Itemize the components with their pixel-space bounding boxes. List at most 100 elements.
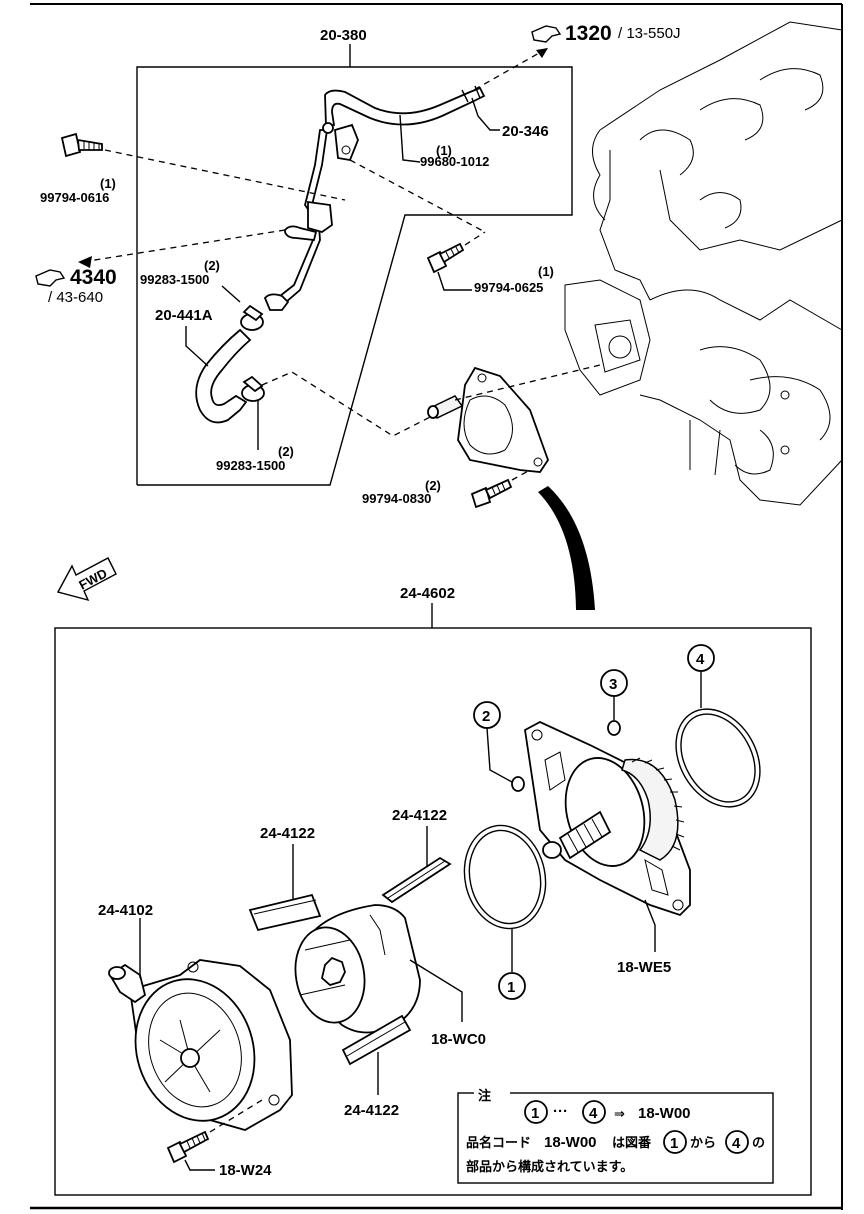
note-line1-circle-to <box>725 1130 749 1154</box>
qty-0625: (1) <box>538 264 554 279</box>
vane-top-right <box>381 856 452 904</box>
kit-note-box <box>457 1082 774 1184</box>
svg-text:4: 4 <box>696 651 705 668</box>
svg-text:1320: 1320 <box>565 22 612 45</box>
leader-0830 <box>511 469 531 481</box>
group-ref-20-380: 20-380 <box>320 27 367 44</box>
svg-text:4340: 4340 <box>70 266 117 289</box>
leader-99680 <box>399 114 421 163</box>
o-ring-4 <box>675 708 761 808</box>
qty-0830: (2) <box>425 478 441 493</box>
bolt-99794-0830 <box>470 478 513 509</box>
label-vane-bottom: 24-4122 <box>344 1102 399 1119</box>
vacuum-hose-assembly-frame <box>136 44 573 486</box>
note-line1-c: から <box>690 1136 716 1151</box>
note-line1-a: 品名コード <box>466 1135 531 1151</box>
note-title: 注 <box>478 1088 491 1104</box>
group-ref-24-4602: 24-4602 <box>400 585 455 602</box>
vacuum-pump-installed <box>427 366 550 473</box>
leader-18-W24 <box>184 1159 215 1171</box>
label-99794-0616: 99794-0616 <box>40 190 109 205</box>
leader-0625-b <box>349 159 486 233</box>
vacuum-pump-assembly-frame <box>54 603 812 1196</box>
hose-20-441A <box>195 328 252 424</box>
o-ring-3 <box>607 720 621 736</box>
o-ring-2 <box>511 776 525 792</box>
rotor-18-WC0 <box>294 904 421 1034</box>
svg-text:4: 4 <box>589 1105 598 1122</box>
note-arrow: ⇒ <box>614 1107 625 1122</box>
pump-plate-18-WE5 <box>524 720 691 917</box>
bolt-99794-0625 <box>426 242 465 274</box>
fwd-direction-arrow: FWD <box>56 557 117 602</box>
label-clamp-bottom: 99283-1500 <box>216 458 285 473</box>
note-circle-from <box>524 1100 548 1124</box>
vane-top-left <box>248 893 322 932</box>
circle-1 <box>498 972 526 1000</box>
note-line2: 部品から構成されています。 <box>466 1159 633 1175</box>
leader-18-WE5 <box>644 899 656 952</box>
leader-18-WC0 <box>409 959 463 1022</box>
leader-hose-to-pump <box>261 371 441 437</box>
note-line1-b: は図番 <box>612 1135 652 1151</box>
note-line1-circle-from <box>663 1130 687 1154</box>
metal-vacuum-pipe <box>263 122 359 311</box>
clamp-bottom <box>241 375 265 402</box>
leader-clamp-top <box>221 285 241 303</box>
note-kit-code: 18-W00 <box>638 1105 691 1122</box>
clamp-top <box>240 304 264 331</box>
note-line1-d: の <box>752 1136 765 1151</box>
o-ring-1 <box>463 824 547 930</box>
label-vane-top-left: 24-4122 <box>260 825 315 842</box>
leader-0625 <box>437 271 472 291</box>
note-circle-to <box>582 1100 606 1124</box>
leader-20-441A <box>185 326 209 367</box>
vane-bottom <box>341 1014 412 1066</box>
qty-clamp-bottom: (2) <box>278 444 294 459</box>
label-vane-top-right: 24-4122 <box>392 807 447 824</box>
label-clamp-top: 99283-1500 <box>140 272 209 287</box>
qty-0616: (1) <box>100 176 116 191</box>
svg-text:2: 2 <box>482 708 490 725</box>
label-18-WE5: 18-WE5 <box>617 959 671 976</box>
label-20-441A: 20-441A <box>155 307 213 324</box>
svg-text:1: 1 <box>531 1105 539 1122</box>
note-line1-code: 18-W00 <box>544 1134 597 1151</box>
leader-0616 <box>104 149 346 201</box>
leader-circle-2 <box>486 727 513 783</box>
svg-text:4: 4 <box>732 1135 741 1152</box>
leader-pump-to-engine <box>454 364 601 401</box>
engine-block-sketch <box>564 21 843 506</box>
pointing-hand-icon <box>531 25 562 43</box>
fwd-label: FWD <box>76 566 109 593</box>
qty-clamp-top: (2) <box>204 258 220 273</box>
label-18-W24: 18-W24 <box>219 1162 272 1179</box>
bolt-18-W24 <box>166 1130 210 1164</box>
qty-99680: (1) <box>436 143 452 158</box>
label-99794-0830: 99794-0830 <box>362 491 431 506</box>
svg-text:1: 1 <box>507 979 515 996</box>
exploded-view-arrow <box>538 486 595 610</box>
leader-4340 <box>81 229 286 263</box>
leader-0625-a <box>464 231 486 246</box>
ref-link-4340[interactable]: 4340 / 43-640 <box>35 266 117 306</box>
bolt-99794-0616 <box>60 132 103 158</box>
leader-20-346 <box>471 97 500 131</box>
note-dots: ··· <box>553 1103 568 1120</box>
label-99680-1012: 99680-1012 <box>420 154 489 169</box>
label-24-4102: 24-4102 <box>98 902 153 919</box>
arrowhead <box>536 48 548 58</box>
svg-text:1: 1 <box>670 1135 678 1152</box>
label-18-WC0: 18-WC0 <box>431 1031 486 1048</box>
pointing-hand-icon <box>35 269 66 287</box>
svg-text:/ 43-640: / 43-640 <box>48 289 103 306</box>
svg-text:3: 3 <box>609 676 617 693</box>
hose-20-346 <box>324 85 486 128</box>
label-99794-0625: 99794-0625 <box>474 280 543 295</box>
pump-housing-24-4102 <box>108 959 293 1131</box>
arrowhead <box>78 256 92 268</box>
leader-1320 <box>464 47 549 96</box>
label-20-346: 20-346 <box>502 123 549 140</box>
ref-link-1320[interactable]: 1320 / 13-550J <box>531 22 681 45</box>
